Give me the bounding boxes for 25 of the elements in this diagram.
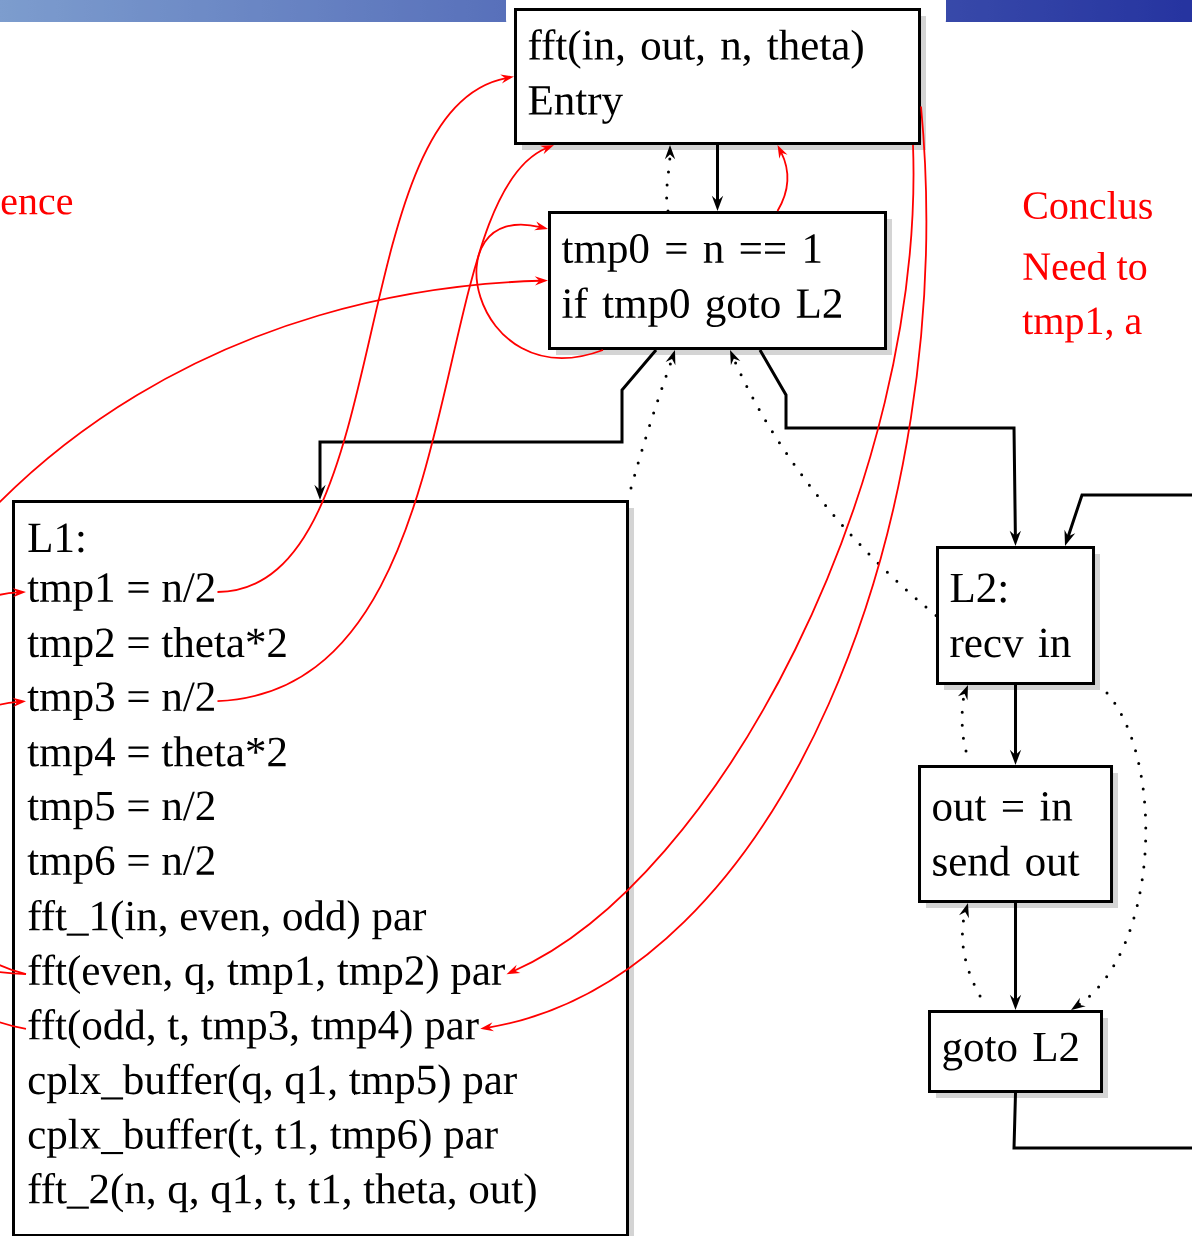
code-line: tmp6 = n/2 [27, 846, 214, 884]
note-text: Need to [1023, 251, 1147, 281]
code-box: out = in send out [918, 765, 1118, 908]
code-line: fft_1(in, even, odd) par [28, 899, 427, 940]
code-line: cplx_buffer(q, q1, tmp5) par [28, 1063, 517, 1104]
code-line: fft_2(n, q, q1, t, t1, theta, out) [28, 1172, 536, 1213]
dependence-arrow [0, 588, 27, 976]
code-line: cplx_buffer(t, t1, tmp6) par [28, 1118, 498, 1158]
note-text: ence [1, 195, 73, 215]
code-line: tmp4 = theta*2 [27, 736, 286, 776]
code-line: tmp3 = n/2 [27, 682, 214, 721]
code-line: tmp5 = n/2 [27, 791, 214, 830]
dependence-arrow [0, 697, 27, 1030]
note-text: tmp1, a [1022, 307, 1142, 343]
flow-arrow [1012, 493, 1192, 1150]
code-box: fft(in, out, n, theta) Entry [514, 8, 926, 150]
code-box: tmp0 = n == 1 if tmp0 goto L2 [548, 211, 892, 355]
code-line: fft(odd, t, tmp3, tmp4) par [28, 1009, 479, 1049]
note-text: Conclus [1023, 190, 1152, 220]
code-line: fft(even, q, tmp1, tmp2) par [28, 954, 505, 994]
code-box: L2: recv in [936, 546, 1100, 690]
code-line: tmp2 = theta*2 [27, 627, 286, 667]
code-line: tmp1 = n/2 [27, 573, 214, 611]
code-box: goto L2 [928, 1010, 1108, 1098]
dependence-arrow [475, 221, 604, 359]
